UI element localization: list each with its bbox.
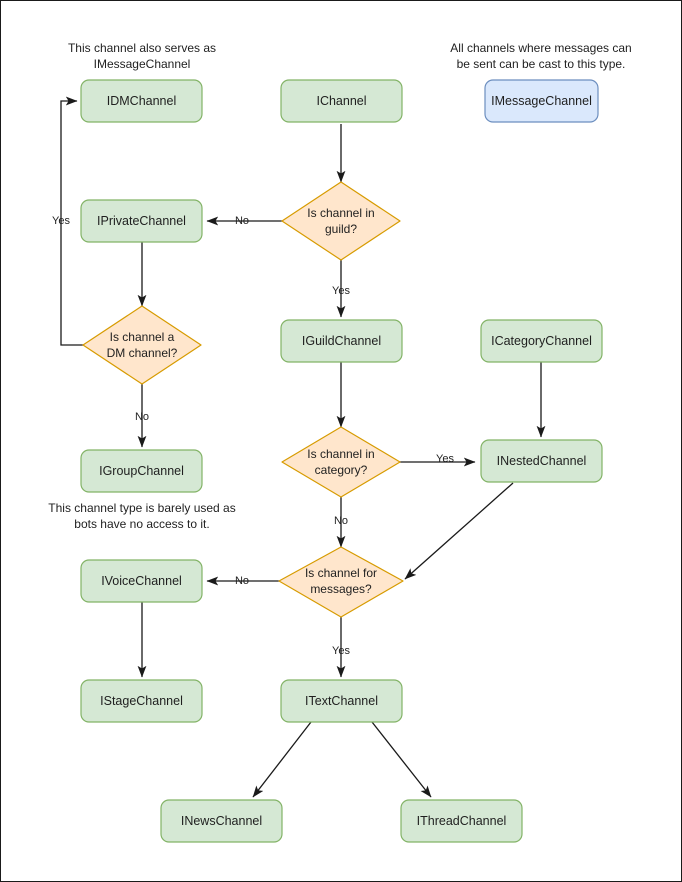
node-icategorychannel-box[interactable] — [480, 319, 603, 363]
edge-itext-to-inews — [252, 721, 312, 798]
node-ithreadchannel-box[interactable] — [400, 799, 523, 843]
decision-is-channel-for-messages-shape[interactable] — [278, 546, 404, 618]
edge-label-category-yes: Yes — [436, 453, 454, 465]
edge-itext-to-ithread — [371, 721, 432, 798]
node-ivoicechannel[interactable]: IVoiceChannel — [80, 559, 203, 603]
edge-decision-messages-to-itext: Yes — [332, 617, 350, 678]
node-inewschannel[interactable]: INewsChannel — [160, 799, 283, 843]
node-igroupchannel[interactable]: IGroupChannel — [80, 449, 203, 493]
edge-label-dm-no: No — [135, 411, 149, 423]
edge-label-category-no: No — [334, 515, 348, 527]
edge-decision-dm-to-idm: Yes — [52, 96, 85, 346]
node-inewschannel-label: INewsChannel — [181, 814, 262, 828]
node-idmchannel-label: IDMChannel — [107, 94, 176, 108]
annotation-idm: This channel also serves as IMessageChan… — [68, 41, 216, 71]
node-inestedchannel-label: INestedChannel — [497, 454, 587, 468]
edge-inested-to-decision-messages — [404, 482, 514, 580]
node-ichannel[interactable]: IChannel — [280, 79, 403, 123]
node-igroupchannel-label: IGroupChannel — [99, 464, 184, 478]
node-iprivatechannel[interactable]: IPrivateChannel — [80, 199, 203, 243]
decision-is-channel-in-guild-shape[interactable] — [281, 181, 401, 261]
annotation-imessage-line1: All channels where messages can — [450, 41, 631, 55]
node-iprivatechannel-box[interactable] — [80, 199, 203, 243]
edge-label-messages-no: No — [235, 575, 249, 587]
node-inestedchannel[interactable]: INestedChannel — [480, 439, 603, 483]
edge-decision-guild-to-iguild: Yes — [332, 260, 350, 318]
node-itextchannel[interactable]: ITextChannel — [280, 679, 403, 723]
decision-is-channel-in-category-shape[interactable] — [281, 426, 401, 498]
decision-is-channel-in-guild-line2: guild? — [325, 222, 357, 236]
decision-is-channel-a-dm-channel-line2: DM channel? — [107, 346, 178, 360]
node-imessagechannel-box[interactable] — [484, 79, 599, 123]
decision-is-channel-for-messages-line1: Is channel for — [305, 566, 377, 580]
edge-decision-category-to-decision-messages: No — [334, 497, 348, 548]
edge-decision-guild-to-iprivate: No — [206, 215, 283, 227]
annotation-igroup-line1: This channel type is barely used as — [48, 501, 235, 515]
decision-is-channel-in-guild-line1: Is channel in — [307, 206, 374, 220]
decision-is-channel-in-category-line1: Is channel in — [307, 447, 374, 461]
decision-is-channel-a-dm-channel-line1: Is channel a — [110, 330, 175, 344]
node-itextchannel-label: ITextChannel — [305, 694, 378, 708]
node-icategorychannel-label: ICategoryChannel — [491, 334, 592, 348]
node-ichannel-box[interactable] — [280, 79, 403, 123]
node-ivoicechannel-label: IVoiceChannel — [101, 574, 182, 588]
node-inestedchannel-box[interactable] — [480, 439, 603, 483]
node-itextchannel-box[interactable] — [280, 679, 403, 723]
annotation-igroup: This channel type is barely used as bots… — [48, 501, 235, 531]
node-igroupchannel-box[interactable] — [80, 449, 203, 493]
node-iguildchannel-box[interactable] — [280, 319, 403, 363]
edge-label-guild-no: No — [235, 215, 249, 227]
edge-label-dm-yes: Yes — [52, 215, 70, 227]
annotation-imessage-line2: be sent can be cast to this type. — [457, 57, 626, 71]
node-iprivatechannel-label: IPrivateChannel — [97, 214, 186, 228]
node-imessagechannel[interactable]: IMessageChannel — [484, 79, 599, 123]
node-ithreadchannel[interactable]: IThreadChannel — [400, 799, 523, 843]
edge-label-guild-yes: Yes — [332, 285, 350, 297]
node-icategorychannel[interactable]: ICategoryChannel — [480, 319, 603, 363]
node-iguildchannel-label: IGuildChannel — [302, 334, 381, 348]
edge-decision-category-to-inested: Yes — [399, 453, 476, 467]
node-imessagechannel-label: IMessageChannel — [491, 94, 592, 108]
node-ichannel-label: IChannel — [316, 94, 366, 108]
annotation-igroup-line2: bots have no access to it. — [74, 517, 209, 531]
edge-label-messages-yes: Yes — [332, 645, 350, 657]
node-iguildchannel[interactable]: IGuildChannel — [280, 319, 403, 363]
node-ivoicechannel-box[interactable] — [80, 559, 203, 603]
node-istagechannel[interactable]: IStageChannel — [80, 679, 203, 723]
node-ithreadchannel-label: IThreadChannel — [417, 814, 507, 828]
decision-is-channel-in-category[interactable]: Is channel in category? — [281, 426, 401, 498]
node-inewschannel-box[interactable] — [160, 799, 283, 843]
node-idmchannel[interactable]: IDMChannel — [80, 79, 203, 123]
node-istagechannel-box[interactable] — [80, 679, 203, 723]
annotation-idm-line1: This channel also serves as — [68, 41, 216, 55]
decision-is-channel-in-guild[interactable]: Is channel in guild? — [281, 181, 401, 261]
edge-decision-messages-to-ivoice: No — [206, 575, 283, 587]
decision-is-channel-in-category-line2: category? — [315, 463, 368, 477]
decision-is-channel-a-dm-channel-shape[interactable] — [82, 305, 202, 385]
decision-is-channel-for-messages-line2: messages? — [310, 582, 372, 596]
node-istagechannel-label: IStageChannel — [100, 694, 183, 708]
decision-is-channel-for-messages[interactable]: Is channel for messages? — [278, 546, 404, 618]
annotation-imessage: All channels where messages can be sent … — [450, 41, 631, 71]
node-idmchannel-box[interactable] — [80, 79, 203, 123]
decision-is-channel-a-dm-channel[interactable]: Is channel a DM channel? — [82, 305, 202, 385]
annotation-idm-line2: IMessageChannel — [94, 57, 191, 71]
edge-decision-dm-to-igroup: No — [135, 384, 149, 448]
